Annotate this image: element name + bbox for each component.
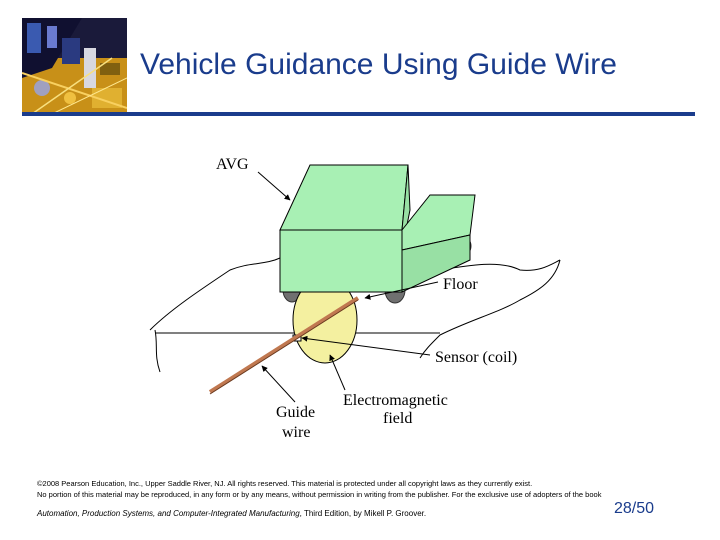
title-divider bbox=[22, 112, 695, 116]
wire-leader bbox=[261, 365, 296, 403]
book-citation: Automation, Production Systems, and Comp… bbox=[37, 509, 426, 518]
field-label-line2: field bbox=[383, 410, 413, 427]
circuit-board-photo bbox=[22, 18, 127, 114]
floor-label: Floor bbox=[443, 276, 478, 293]
avg-label: AVG bbox=[216, 156, 249, 173]
floor-right-edge bbox=[419, 259, 561, 359]
copyright-line-1: ©2008 Pearson Education, Inc., Upper Sad… bbox=[37, 479, 533, 488]
sensor-label: Sensor (coil) bbox=[435, 349, 518, 366]
guide-wire-label-line1: Guide bbox=[276, 404, 316, 421]
floor-leader bbox=[364, 281, 439, 300]
page-number: 28/50 bbox=[613, 500, 654, 517]
vehicle-cab-top bbox=[279, 164, 409, 231]
guide-wire bbox=[208, 296, 360, 394]
field-label-line1: Electromagnetic bbox=[343, 392, 448, 409]
slide-title: Vehicle Guidance Using Guide Wire bbox=[140, 48, 617, 81]
book-title: Automation, Production Systems, and Comp… bbox=[37, 509, 300, 518]
copyright-line-2: No portion of this material may be repro… bbox=[37, 490, 602, 499]
guide-wire-diagram: AVG Floor Sensor (coil) Guide wire Elect… bbox=[140, 140, 580, 450]
book-edition: , Third Edition, by Mikell P. Groover. bbox=[299, 509, 427, 518]
floor-back-edge bbox=[149, 254, 286, 331]
guide-wire-label-line2: wire bbox=[282, 424, 311, 441]
vehicle-bed-side bbox=[401, 234, 471, 293]
floor-left-edge bbox=[154, 329, 161, 373]
sensor-leader bbox=[301, 335, 431, 356]
vehicle-bed bbox=[401, 194, 476, 251]
field-leader bbox=[329, 354, 346, 391]
avg-leader bbox=[257, 171, 291, 201]
vehicle-front-face bbox=[279, 229, 403, 293]
